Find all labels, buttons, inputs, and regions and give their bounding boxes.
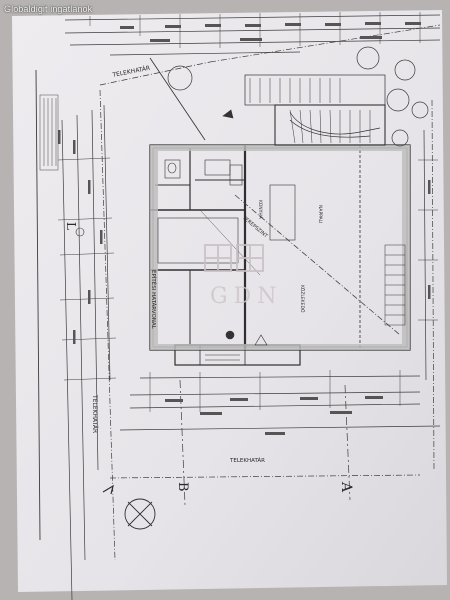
label-kozlekedo: KÖZLEKEDŐ xyxy=(299,285,304,313)
info-box xyxy=(39,94,59,171)
label-konyha: KONYHA xyxy=(257,200,262,219)
site-watermark: Globaldigit ingatlanok xyxy=(4,4,93,14)
label-nappali: NAPPALI xyxy=(317,205,322,224)
label-telekhatar-bottom: TELEKHATÁR xyxy=(230,458,265,464)
axis-label-b: B xyxy=(175,482,190,492)
wall-hatching xyxy=(150,145,410,350)
dimension-text xyxy=(58,22,431,435)
axis-label-a: A xyxy=(338,482,354,493)
axis-label-l: L xyxy=(64,222,78,230)
label-telekhatar-left: TELEKHATÁR xyxy=(91,395,98,434)
label-epitesi-hatarvonal: ÉPÍTÉSI HATÁRVONAL xyxy=(150,270,156,329)
north-arrow xyxy=(102,484,156,530)
paper-sheet xyxy=(12,10,447,592)
plan-drawing xyxy=(35,12,441,600)
fixtures xyxy=(157,109,296,346)
axis-markers xyxy=(75,227,85,237)
gdn-logo-text: GDN xyxy=(210,284,283,309)
right-stair xyxy=(384,244,406,326)
staircase xyxy=(244,74,386,146)
terrace-diagonal xyxy=(234,194,401,336)
gdn-logo xyxy=(204,244,264,272)
trees xyxy=(167,46,429,147)
